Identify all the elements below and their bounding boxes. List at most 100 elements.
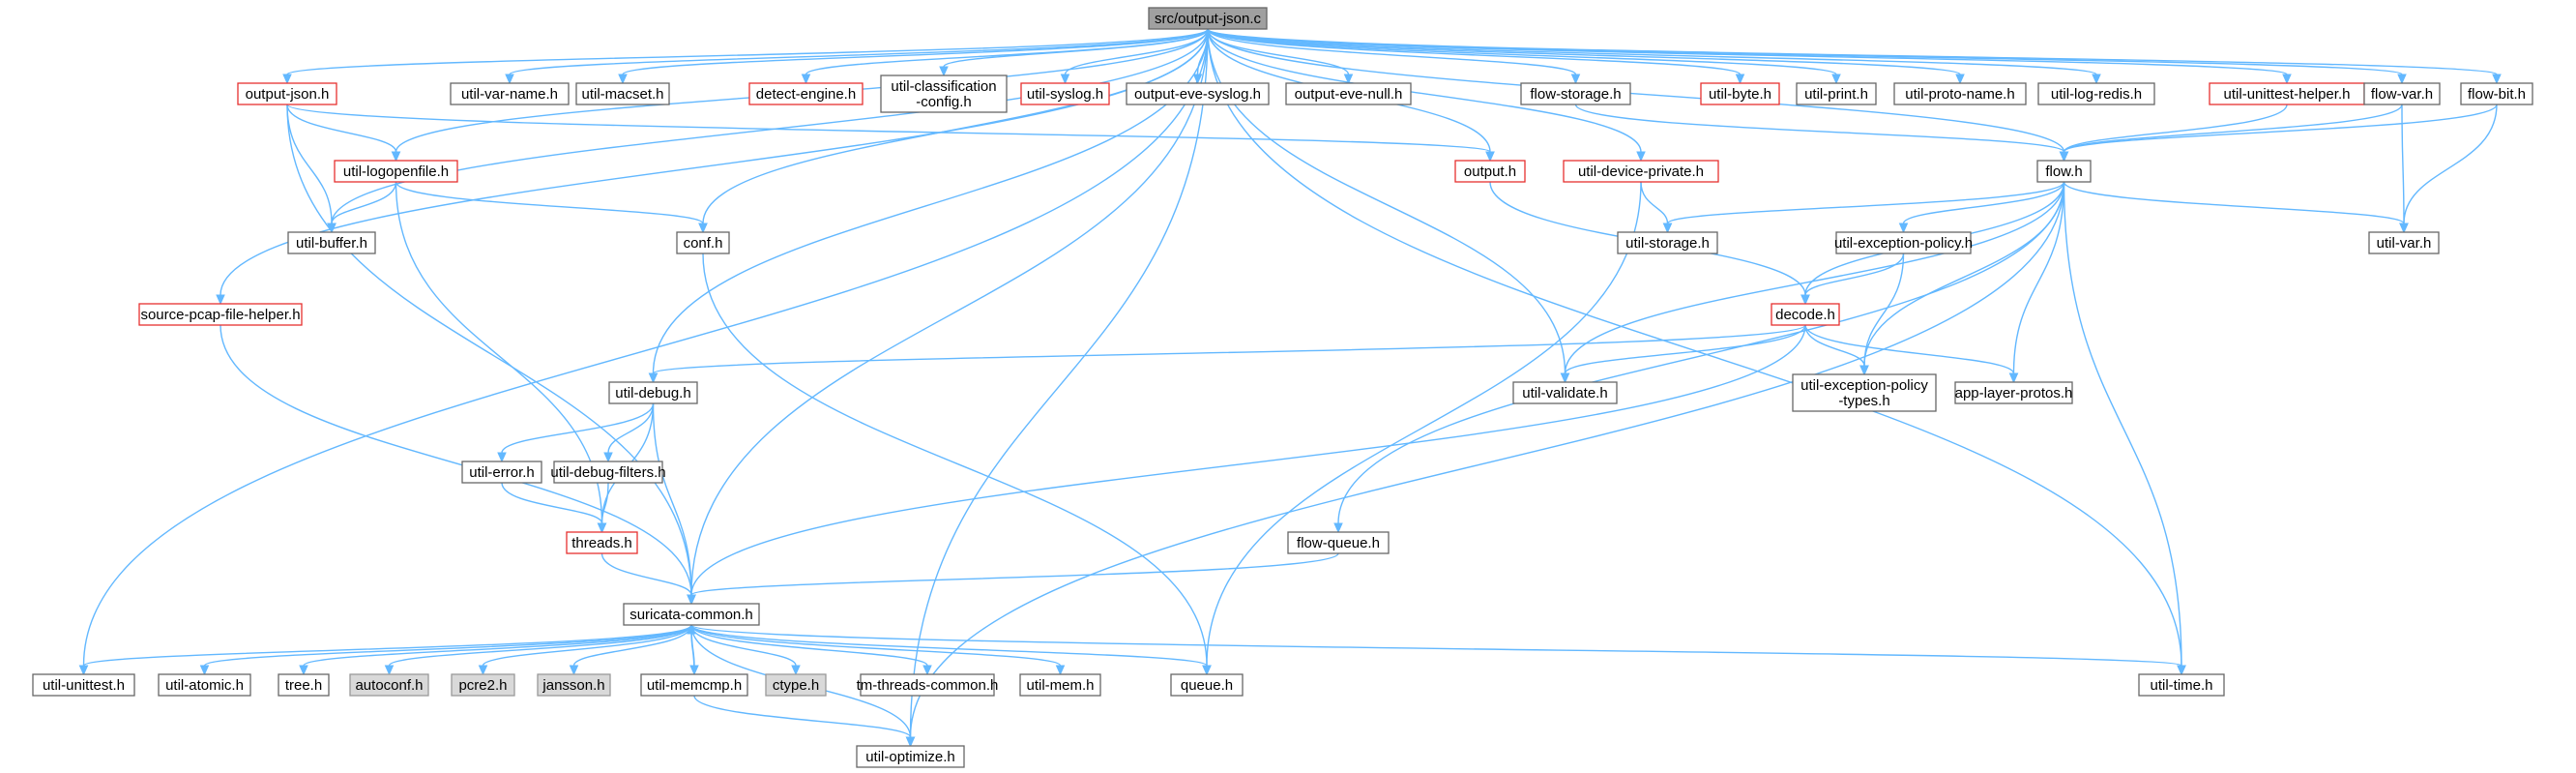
edge-util-device-private-to-queue-h	[1206, 181, 1642, 667]
edge-arrowhead	[597, 522, 607, 534]
node-util-debug[interactable]: util-debug.h	[608, 381, 698, 404]
node-util-optimize[interactable]: util-optimize.h	[856, 745, 965, 768]
edge-root-to-util-log-redis	[1207, 28, 2097, 75]
node-util-debug-filters[interactable]: util-debug-filters.h	[550, 461, 666, 484]
node-jansson-h[interactable]: jansson.h	[537, 673, 611, 697]
edge-flow-bit-to-util-var	[2403, 104, 2498, 224]
node-conf-h[interactable]: conf.h	[676, 231, 730, 254]
edge-root-to-util-optimize	[909, 28, 1209, 738]
edge-arrowhead	[1800, 294, 1810, 306]
edge-flow-h-to-util-time	[2063, 181, 2182, 667]
node-autoconf-h[interactable]: autoconf.h	[349, 673, 429, 697]
node-ctype-h[interactable]: ctype.h	[765, 673, 827, 697]
node-label: output.h	[1464, 164, 1516, 180]
node-flow-var[interactable]: flow-var.h	[2363, 82, 2441, 105]
node-util-syslog[interactable]: util-syslog.h	[1020, 82, 1110, 105]
edge-arrowhead	[1560, 372, 1570, 384]
node-box	[2037, 82, 2155, 105]
node-detect-engine[interactable]: detect-engine.h	[748, 82, 864, 105]
node-util-storage[interactable]: util-storage.h	[1617, 231, 1718, 254]
node-tm-threads-common[interactable]: tm-threads-common.h	[857, 673, 999, 697]
edge-suricata-common-to-pcre2-h	[482, 624, 692, 667]
node-box	[1019, 673, 1101, 697]
edge-flow-h-to-util-validate	[1564, 181, 2065, 374]
node-util-byte[interactable]: util-byte.h	[1700, 82, 1780, 105]
node-pcre2-h[interactable]: pcre2.h	[451, 673, 515, 697]
node-box	[461, 461, 542, 484]
node-box	[1520, 82, 1631, 105]
node-util-memcmp[interactable]: util-memcmp.h	[640, 673, 748, 697]
node-util-print[interactable]: util-print.h	[1796, 82, 1877, 105]
edge-arrowhead	[1955, 74, 1965, 85]
node-label: output-json.h	[246, 86, 330, 103]
node-output-eve-null[interactable]: output-eve-null.h	[1285, 82, 1412, 105]
node-label: util-debug.h	[615, 385, 690, 401]
node-util-macset[interactable]: util-macset.h	[575, 82, 670, 105]
edge-root-to-util-print	[1207, 28, 1837, 75]
node-label: ctype.h	[773, 677, 819, 694]
node-util-time[interactable]: util-time.h	[2138, 673, 2225, 697]
node-output-json-h[interactable]: output-json.h	[237, 82, 337, 105]
node-util-error[interactable]: util-error.h	[461, 461, 542, 484]
edge-root-to-flow-h	[1207, 28, 2065, 153]
node-box	[856, 745, 965, 768]
edge-arrowhead	[1735, 74, 1745, 85]
edge-flow-var-to-util-var	[2401, 104, 2405, 224]
edge-arrowhead	[569, 665, 579, 676]
node-label: output-eve-syslog.h	[1134, 86, 1261, 103]
node-util-logopenfile[interactable]: util-logopenfile.h	[334, 160, 458, 183]
node-label: queue.h	[1181, 677, 1233, 694]
edge-arrowhead	[1333, 522, 1343, 534]
node-util-var-name[interactable]: util-var-name.h	[450, 82, 570, 105]
node-source-pcap[interactable]: source-pcap-file-helper.h	[138, 303, 303, 326]
node-util-exc-policy-types[interactable]: util-exception-policy-types.h	[1792, 373, 1937, 412]
node-label: util-memcmp.h	[647, 677, 742, 694]
node-label: util-exception-policy	[1800, 377, 1928, 394]
node-util-log-redis[interactable]: util-log-redis.h	[2037, 82, 2155, 105]
edge-source-pcap-to-suricata-common	[220, 324, 692, 596]
node-util-exception-policy[interactable]: util-exception-policy.h	[1834, 231, 1973, 254]
node-label: autoconf.h	[355, 677, 423, 694]
edge-output-json-h-to-util-buffer	[286, 104, 333, 224]
edge-util-debug-to-util-error	[501, 402, 655, 454]
node-label: util-macset.h	[581, 86, 663, 103]
node-flow-h[interactable]: flow.h	[2036, 160, 2092, 183]
node-util-mem[interactable]: util-mem.h	[1019, 673, 1101, 697]
node-util-unittest[interactable]: util-unittest.h	[32, 673, 135, 697]
node-output-h[interactable]: output.h	[1454, 160, 1526, 183]
node-tree-h[interactable]: tree.h	[278, 673, 330, 697]
node-util-unittest-helper[interactable]: util-unittest-helper.h	[2209, 82, 2365, 105]
node-root[interactable]: src/output-json.c	[1148, 7, 1268, 30]
edge-arrowhead	[78, 665, 89, 676]
node-util-var[interactable]: util-var.h	[2368, 231, 2440, 254]
node-util-proto-name[interactable]: util-proto-name.h	[1893, 82, 2027, 105]
node-output-eve-syslog[interactable]: output-eve-syslog.h	[1126, 82, 1270, 105]
node-queue-h[interactable]: queue.h	[1170, 673, 1244, 697]
node-util-validate[interactable]: util-validate.h	[1512, 381, 1618, 404]
node-threads-h[interactable]: threads.h	[566, 531, 638, 554]
node-util-device-private[interactable]: util-device-private.h	[1563, 160, 1719, 183]
node-util-class-config[interactable]: util-classification-config.h	[880, 74, 1008, 113]
node-label: util-byte.h	[1709, 86, 1771, 103]
edge-util-debug-to-suricata-common	[652, 402, 692, 596]
edge-arrowhead	[497, 452, 507, 463]
node-box	[640, 673, 748, 697]
node-util-atomic[interactable]: util-atomic.h	[158, 673, 251, 697]
node-app-layer-protos[interactable]: app-layer-protos.h	[1954, 381, 2073, 404]
node-flow-bit[interactable]: flow-bit.h	[2460, 82, 2533, 105]
node-label: app-layer-protos.h	[1955, 385, 2073, 401]
node-box	[1893, 82, 2027, 105]
node-suricata-common[interactable]: suricata-common.h	[623, 603, 760, 626]
node-label: -types.h	[1838, 393, 1889, 409]
node-box	[2363, 82, 2441, 105]
node-decode-h[interactable]: decode.h	[1771, 303, 1840, 326]
edge-util-debug-to-util-debug-filters	[607, 402, 655, 454]
edge-output-json-h-to-suricata-common	[286, 104, 692, 596]
edge-arrowhead	[1202, 665, 1212, 676]
node-label: suricata-common.h	[629, 607, 753, 623]
edge-arrowhead	[2059, 151, 2069, 163]
node-flow-storage[interactable]: flow-storage.h	[1520, 82, 1631, 105]
node-util-buffer[interactable]: util-buffer.h	[287, 231, 376, 254]
node-label: util-atomic.h	[165, 677, 244, 694]
node-flow-queue[interactable]: flow-queue.h	[1287, 531, 1390, 554]
